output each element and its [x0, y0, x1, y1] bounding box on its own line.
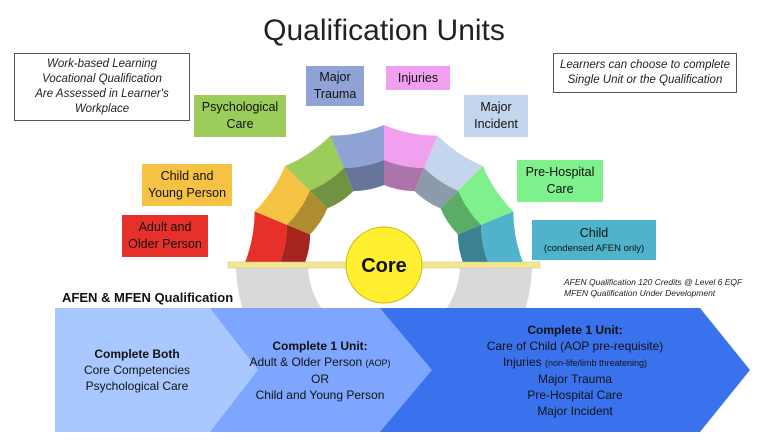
unit-label-line: Major [319, 70, 351, 84]
unit-label-line: Trauma [313, 87, 357, 101]
unit-label-line: Care [546, 182, 574, 196]
qualification-title: AFEN & MFEN Qualification [62, 290, 234, 305]
fan-segment-outer [458, 166, 514, 225]
unit-child-young-person: Child and Young Person [142, 164, 232, 206]
stage-line: Core Competencies [83, 363, 191, 377]
fan-segment-inner [286, 190, 328, 235]
stage-heading: Complete 1 Unit: [527, 322, 623, 337]
unit-pre-hospital-care: Pre-Hospital Care [517, 160, 603, 202]
unit-major-incident: Major Incident [464, 95, 528, 137]
fan-segment-outer [285, 135, 344, 191]
stage-line: Adult & Older Person (AOP) [249, 354, 390, 371]
unit-label-line: Older Person [128, 237, 202, 251]
fan-segment-outer [384, 125, 438, 168]
note-line: Learners can choose to complete [559, 59, 731, 71]
note-line: Work-based Learning [47, 58, 157, 70]
note-line: Vocational Qualification [42, 73, 162, 85]
unit-label-line: Adult and [138, 220, 192, 234]
unit-label-line: Psychological [201, 100, 279, 114]
stage-line: Child and Young Person [255, 387, 385, 402]
unit-major-trauma: Major Trauma [306, 66, 364, 106]
work-based-note: Work-based Learning Vocational Qualifica… [14, 53, 190, 121]
stage-3-chevron [370, 308, 750, 432]
unit-label-line: Care [226, 117, 254, 131]
note-line: Are Assessed in Learner's [35, 88, 169, 100]
note-line: Workplace [74, 103, 130, 115]
aop-abbrev: (AOP) [365, 357, 391, 368]
unit-injuries: Injuries [386, 66, 450, 90]
unit-label-line: Incident [474, 117, 518, 131]
stage-line: Psychological Care [85, 379, 189, 393]
fan-segment-outer [424, 135, 483, 191]
unit-label-line: Major [480, 100, 512, 114]
unit-child: Child (condensed AFEN only) [532, 220, 656, 260]
unit-label-line: Young Person [147, 186, 227, 200]
stage-heading: Complete Both [94, 347, 180, 361]
fan-segment-inner [414, 167, 459, 209]
credits-line: AFEN Qualification 120 Credits @ Level 6… [564, 277, 743, 287]
fan-segment-inner [279, 224, 311, 265]
stage-line: Major Trauma [537, 371, 613, 386]
stage-line: Care of Child (AOP pre-requisite) [486, 338, 664, 353]
fan-segment-outer [330, 125, 384, 168]
page-title: Qualification Units [263, 14, 505, 47]
stage-line-text: Injuries [502, 354, 542, 369]
fan-segment-inner [440, 190, 482, 235]
stage-complete-one-unit-a: Complete 1 Unit: Adult & Older Person (A… [240, 330, 400, 410]
fan-segment-inner [343, 160, 384, 192]
core-label: Core [361, 254, 407, 277]
unit-label-line: Child [579, 226, 609, 240]
fan-segment-outer [254, 166, 310, 225]
fan-segment-inner [457, 224, 489, 265]
stage-line-text: Adult & Older Person [249, 354, 363, 369]
unit-adult-older-person: Adult and Older Person [122, 215, 208, 257]
stage-line: Major Incident [537, 403, 613, 418]
unit-label-line: Child and [160, 169, 214, 183]
fan-segment-inner [309, 167, 354, 209]
fan-segment-outer [244, 211, 287, 265]
fan-segment-outer [481, 211, 524, 265]
unit-sub-label: (condensed AFEN only) [543, 243, 645, 254]
stage-line: Injuries (non-life/limb threatening) [503, 354, 647, 371]
stage-heading: Complete 1 Unit: [272, 338, 368, 353]
unit-label-line: Pre-Hospital [525, 165, 595, 179]
stage-line: OR [311, 371, 329, 386]
injuries-note: (non-life/limb threatening) [544, 357, 648, 368]
stage-line: Pre-Hospital Care [527, 387, 623, 402]
core-circle [345, 226, 423, 304]
stage-1-chevron [55, 308, 258, 432]
stage-2-chevron [200, 308, 432, 432]
learner-choice-note: Learners can choose to complete Single U… [553, 53, 737, 93]
unit-label-line: Injuries [397, 70, 439, 85]
credits-line: MFEN Qualification Under Development [564, 288, 716, 298]
stage-complete-one-unit-b: Complete 1 Unit: Care of Child (AOP pre-… [455, 318, 695, 422]
note-line: Single Unit or the Qualification [567, 74, 723, 86]
unit-psychological-care: Psychological Care [194, 95, 286, 137]
stage-complete-both: Complete Both Core Competencies Psycholo… [62, 330, 212, 410]
fan-segment-inner [384, 160, 425, 192]
credits-note: AFEN Qualification 120 Credits @ Level 6… [564, 277, 742, 299]
